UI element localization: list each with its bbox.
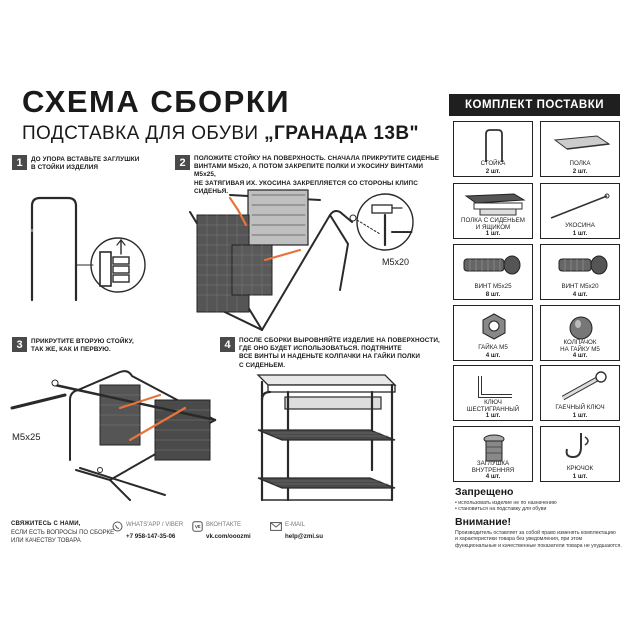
kit-item-name: ПОЛКА — [569, 160, 591, 167]
kit-item-name: КРЮЧОК — [566, 465, 594, 472]
kit-item-qty: 2 шт. — [572, 168, 588, 175]
kit-item-qty: 1 шт. — [485, 230, 501, 237]
email-icon — [270, 522, 282, 531]
assembly-diagrams: M5x20 M5x25 — [10, 189, 414, 502]
kit-item-qty: 4 шт. — [572, 352, 588, 359]
step-4-number: 4 — [220, 337, 235, 352]
screw-short-icon — [558, 255, 608, 275]
brace-icon — [550, 193, 610, 219]
nut-icon — [482, 313, 506, 340]
subtitle-prefix: ПОДСТАВКА ДЛЯ ОБУВИ — [22, 123, 265, 144]
product-subtitle: ПОДСТАВКА ДЛЯ ОБУВИ „ГРАНАДА 13В" — [22, 124, 419, 144]
step-1-diagram — [30, 196, 146, 302]
label-m5x25: M5x25 — [12, 432, 41, 443]
seat-shelf-icon — [464, 193, 526, 216]
kit-item-name: СТОЙКА — [480, 160, 506, 167]
forbidden-line-2: • становиться на подставку для обуви — [455, 506, 547, 512]
email-link[interactable]: help@zmi.su — [285, 533, 324, 540]
hook-icon — [565, 433, 589, 459]
kit-item-name: КЛЮЧ ШЕСТИГРАННЫЙ — [466, 399, 520, 413]
step-2-number: 2 — [175, 155, 190, 170]
step-2-text: ПОЛОЖИТЕ СТОЙКУ НА ПОВЕРХНОСТЬ. СНАЧАЛА … — [194, 155, 440, 195]
step-1-number: 1 — [12, 155, 27, 170]
forbidden-title: Запрещено — [455, 486, 514, 498]
step-4-text: ПОСЛЕ СБОРКИ ВЫРОВНЯЙТЕ ИЗДЕЛИЕ НА ПОВЕР… — [239, 337, 440, 369]
whatsapp-icon — [112, 521, 123, 532]
page-title: СХЕМА СБОРКИ — [22, 84, 291, 119]
step-3-number: 3 — [12, 337, 27, 352]
kit-item-name: ПОЛКА С СИДЕНЬЕМ И ЯЩИКОМ — [461, 217, 525, 231]
label-m5x20: M5x20 — [382, 257, 409, 267]
screw-long-icon — [463, 255, 521, 275]
kit-item-qty: 2 шт. — [485, 168, 501, 175]
subtitle-model: „ГРАНАДА 13В" — [264, 123, 419, 144]
kit-item-name: ГАЙКА М5 — [478, 344, 508, 351]
kit-item-qty: 1 шт. — [485, 412, 501, 419]
kit-item-name: УКОСИНА — [565, 222, 595, 229]
step-2-diagram — [189, 189, 414, 331]
kit-item-qty: 4 шт. — [485, 352, 501, 359]
post-icon — [485, 129, 503, 162]
kit-item-name: ЗАГЛУШКА ВНУТРЕННЯЯ — [471, 460, 515, 474]
email-label: E-MAIL — [285, 522, 306, 528]
kit-item-qty: 1 шт. — [572, 412, 588, 419]
forbidden-line-1: • использовать изделие не по назначению — [455, 500, 557, 506]
kit-item-name: ВИНТ М5х20 — [561, 283, 599, 290]
kit-item-qty: 4 шт. — [485, 473, 501, 480]
vk-label: ВКОНТАКТЕ — [206, 522, 242, 528]
step-1-text: ДО УПОРА ВСТАВЬТЕ ЗАГЛУШКИ В СТОЙКИ ИЗДЕ… — [31, 156, 140, 172]
contact-text: ЕСЛИ ЕСТЬ ВОПРОСЫ ПО СБОРКЕ ИЛИ КАЧЕСТВУ… — [11, 530, 115, 544]
wrench-icon — [561, 371, 607, 401]
end-plug-icon — [483, 434, 505, 462]
shelf-icon — [553, 135, 611, 150]
kit-item-name: КОЛПАЧОК НА ГАЙКУ М5 — [560, 339, 600, 353]
kit-title: КОМПЛЕКТ ПОСТАВКИ — [449, 94, 620, 116]
attention-title: Внимание! — [455, 516, 511, 528]
nut-cap-icon — [569, 316, 593, 340]
contact-title: СВЯЖИТЕСЬ С НАМИ, — [11, 521, 81, 527]
vk-icon — [192, 521, 203, 532]
step-3-diagram — [10, 370, 217, 501]
kit-item-qty: 1 шт. — [572, 230, 588, 237]
whatsapp-number[interactable]: +7 958-147-35-06 — [126, 533, 176, 540]
kit-item-qty: 8 шт. — [485, 291, 501, 298]
kit-item-name: ГАЕЧНЫЙ КЛЮЧ — [555, 404, 605, 411]
whatsapp-label: WHATS'APP / VIBER — [126, 522, 184, 528]
vk-link[interactable]: vk.com/ooozmi — [206, 533, 251, 540]
step-4-diagram — [256, 374, 397, 502]
kit-item-qty: 4 шт. — [572, 291, 588, 298]
kit-item-name: ВИНТ М5х25 — [474, 283, 512, 290]
attention-text: Производитель оставляет за собой право и… — [455, 530, 622, 549]
step-3-text: ПРИКРУТИТЕ ВТОРУЮ СТОЙКУ, ТАК ЖЕ, КАК И … — [31, 338, 134, 354]
hex-key-icon — [478, 376, 512, 398]
kit-item-qty: 1 шт. — [572, 473, 588, 480]
